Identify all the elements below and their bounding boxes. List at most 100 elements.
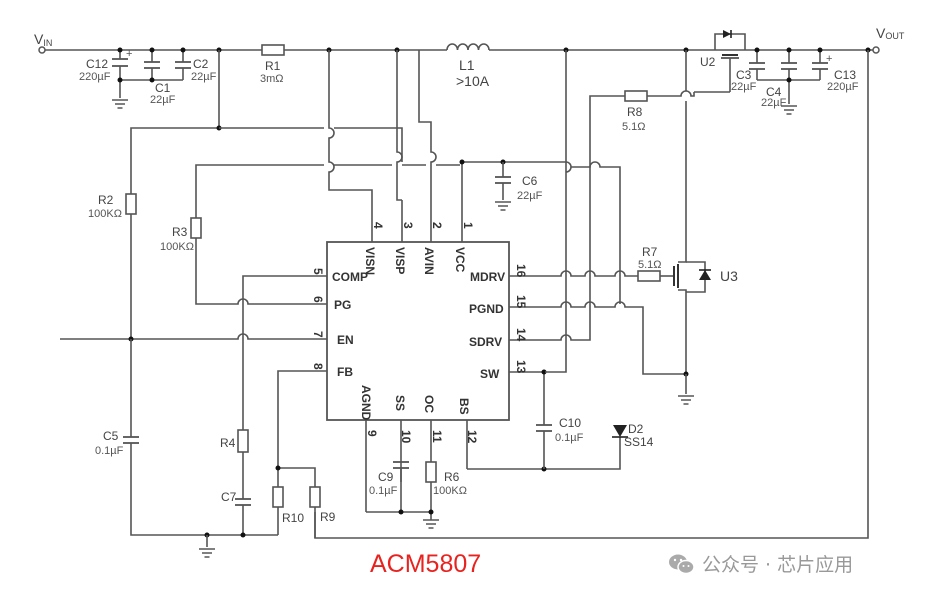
svg-text:R9: R9 [320, 510, 336, 524]
junction-dot [149, 47, 155, 53]
visp-wire [396, 50, 403, 201]
ic-pin-name: SS [393, 395, 407, 411]
ic-pin-number: 2 [430, 222, 444, 229]
capacitor-c5: C5 0.1µF [95, 429, 139, 457]
wire [714, 33, 746, 50]
junction-dot [117, 47, 123, 53]
resistor-r9: R9 [309, 486, 336, 524]
junction-dot [541, 369, 547, 375]
ground-icon [677, 395, 695, 405]
svg-text:C4: C4 [766, 85, 782, 99]
ic-pin-number: 16 [514, 264, 528, 278]
wire [130, 339, 278, 536]
svg-text:220µF: 220µF [827, 81, 859, 93]
svg-text:C1: C1 [155, 81, 171, 95]
svg-text:U2: U2 [700, 55, 716, 69]
svg-text:R10: R10 [282, 511, 304, 525]
svg-text:C7: C7 [221, 490, 237, 504]
mosfet-u3: U3 [673, 253, 738, 374]
ic-pin-number: 8 [311, 363, 325, 370]
svg-text:22µF: 22µF [731, 81, 757, 93]
diode-d2: D2 SS14 [612, 422, 654, 449]
junction-dot [398, 509, 404, 515]
svg-text:C5: C5 [103, 429, 119, 443]
comp-wire [242, 275, 300, 430]
ic-pin-number: 3 [401, 222, 415, 229]
wire [365, 420, 468, 512]
ic-pin-number: 5 [311, 268, 325, 275]
svg-text:5.1Ω: 5.1Ω [638, 259, 662, 271]
junction-dot [817, 47, 823, 53]
ic-pin-name: PG [334, 298, 351, 312]
svg-text:22µF: 22µF [761, 97, 787, 109]
ic-pin-name: AGND [359, 385, 373, 421]
sdrv-wire [540, 95, 625, 341]
junction-dot [240, 532, 246, 538]
svg-text:R3: R3 [172, 225, 188, 239]
svg-text:100KΩ: 100KΩ [160, 241, 194, 253]
svg-text:R4: R4 [220, 436, 236, 450]
ic-acm5807 [326, 241, 510, 421]
wire [309, 486, 321, 508]
wire [219, 127, 403, 162]
junction-dot [149, 77, 155, 83]
ic-pin-name: SDRV [469, 335, 502, 349]
wire [723, 30, 731, 38]
ground-icon [198, 548, 216, 558]
wire [371, 200, 463, 242]
ic-pin-number: 7 [311, 331, 325, 338]
svg-text:+: + [826, 53, 832, 65]
svg-text:>10A: >10A [456, 73, 490, 89]
wire [125, 193, 137, 215]
svg-text:C12: C12 [86, 57, 108, 71]
svg-text:C9: C9 [378, 470, 394, 484]
ic-pin-name: VISP [393, 247, 407, 274]
junction-dot [786, 47, 792, 53]
wire [613, 425, 627, 437]
pg-pullup-wire [195, 164, 460, 218]
en-pullup-wire [130, 50, 220, 339]
ground-icon [111, 99, 129, 109]
sw-wire [545, 50, 567, 373]
bs-wire [467, 437, 621, 470]
wire [190, 217, 202, 239]
watermark: 公众号 · 芯片应用 [668, 550, 853, 577]
junction-dot [786, 77, 792, 83]
ic-pin-number: 4 [371, 222, 385, 229]
junction-dot [117, 77, 123, 83]
junction-dot [459, 159, 465, 165]
svg-text:L1: L1 [459, 57, 475, 73]
wire [261, 44, 285, 56]
avin-wire [418, 50, 437, 200]
wire [637, 270, 661, 282]
wire [647, 90, 695, 97]
ic-pin-number: 10 [399, 430, 413, 444]
watermark-text: 公众号 · 芯片应用 [702, 554, 854, 576]
vin-label: VIN [34, 31, 52, 48]
ic-pin-name: SW [480, 367, 500, 381]
ic-pin-number: 15 [514, 295, 528, 309]
resistor-r7: R7 5.1Ω [637, 245, 662, 282]
resistor-r1: R1 3mΩ [260, 44, 285, 85]
visn-wire [328, 50, 373, 200]
svg-text:SS14: SS14 [624, 435, 654, 449]
capacitor-c7: C7 [221, 490, 251, 506]
ic-pin-number: 12 [465, 430, 479, 444]
ground-icon [422, 519, 440, 529]
wire [699, 270, 711, 280]
ic-pin-name: OC [422, 395, 436, 413]
svg-text:22µF: 22µF [517, 190, 543, 202]
ic-pin-name: COMP [332, 270, 368, 284]
wire [446, 43, 490, 51]
en-wire [60, 333, 300, 340]
capacitor-c1: C1 22µF [144, 50, 176, 106]
svg-text:22µF: 22µF [191, 71, 217, 83]
ic-pin-name: PGND [469, 302, 504, 316]
svg-text:+: + [126, 48, 132, 60]
svg-text:0.1µF: 0.1µF [555, 432, 584, 444]
capacitor-c13: + C13 220µF [812, 50, 859, 93]
svg-text:0.1µF: 0.1µF [369, 485, 398, 497]
ic-pin-number: 14 [514, 328, 528, 342]
svg-text:R2: R2 [98, 193, 114, 207]
ic-pin-number: 13 [514, 360, 528, 374]
